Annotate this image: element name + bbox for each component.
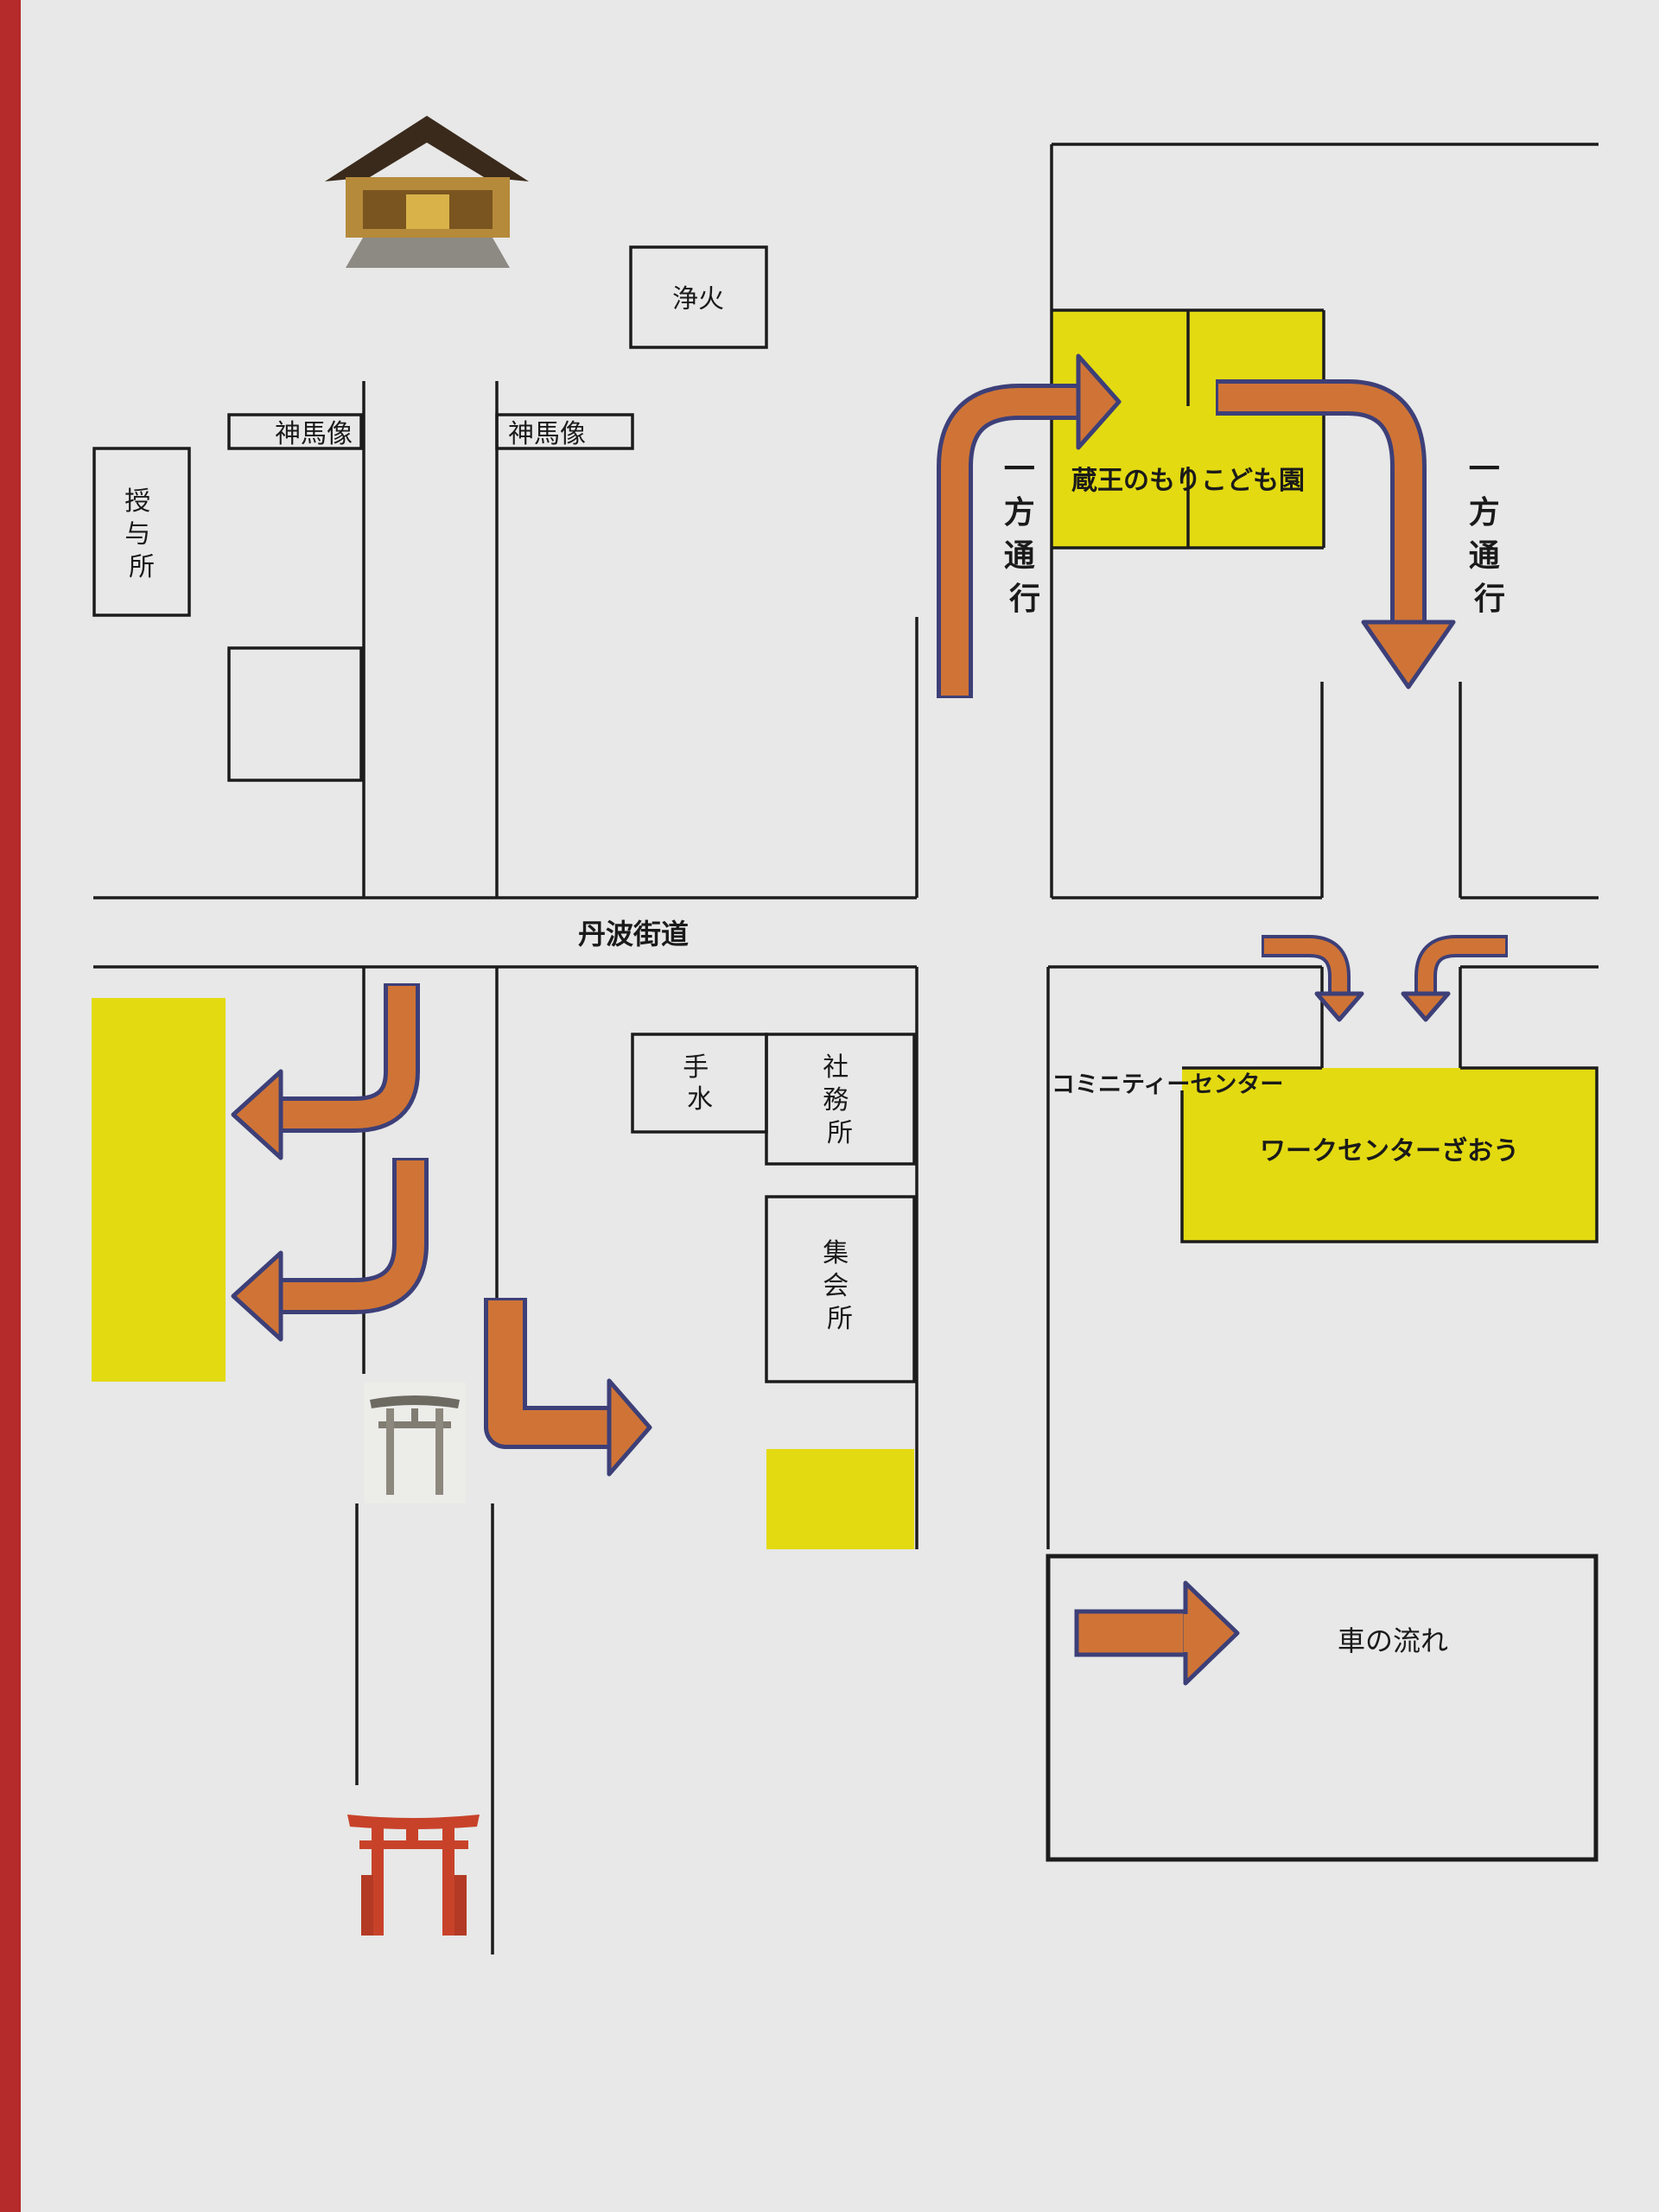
parking-arrow-left-upper — [231, 983, 420, 1160]
community-center-label: コミニティーセンター — [1052, 1071, 1283, 1098]
purification-fire-label: 浄火 — [672, 284, 724, 315]
sacred-horse-left-box — [227, 413, 363, 450]
legend-arrow — [1074, 1580, 1240, 1686]
amulet-office-box — [92, 447, 191, 617]
shrine-office-label: 社 務 所 — [823, 1052, 857, 1148]
work-center-label: ワークセンターざおう — [1260, 1136, 1519, 1166]
exit-arrow-kindergarten — [1216, 379, 1456, 690]
legend-traffic-flow-label: 車の流れ — [1338, 1624, 1448, 1657]
assembly-hall-label: 集 会 所 — [823, 1238, 857, 1334]
one-way-right-label: 一 方 通 行 — [1469, 452, 1511, 617]
main-road-label: 丹波街道 — [578, 918, 689, 950]
one-way-left-label: 一 方 通 行 — [1004, 452, 1046, 617]
road-lines — [93, 143, 1599, 1955]
purification-fire-box — [629, 245, 768, 349]
red-torii-icon — [347, 1815, 480, 1936]
parking-area-work-center — [1182, 1068, 1597, 1242]
sacred-horse-right-box — [495, 413, 634, 450]
parking-area-small — [766, 1449, 914, 1549]
parking-arrow-left-lower — [231, 1158, 429, 1342]
purification-font-label: 手 水 — [683, 1052, 717, 1115]
entry-arrow-work-center-right — [1401, 935, 1508, 1022]
small-building-box — [227, 646, 363, 782]
legend-box — [1046, 1554, 1599, 1862]
shrine-building-icon — [325, 116, 529, 268]
entry-arrow-work-center-left — [1262, 935, 1364, 1022]
stone-torii-icon — [364, 1382, 466, 1503]
parking-area-left — [92, 998, 226, 1382]
sacred-horse-left-label: 神馬像 — [275, 419, 353, 449]
amulet-office-label: 授 与 所 — [124, 486, 159, 582]
assembly-hall-box — [765, 1195, 916, 1383]
sacred-horse-right-label: 神馬像 — [508, 419, 586, 449]
shrine-office-box — [765, 1033, 916, 1166]
red-edge — [0, 0, 21, 2212]
parking-arrow-right-l — [484, 1298, 652, 1477]
kindergarten-label: 蔵王のもりこども園 — [1071, 466, 1305, 496]
entry-arrow-kindergarten — [937, 353, 1122, 698]
